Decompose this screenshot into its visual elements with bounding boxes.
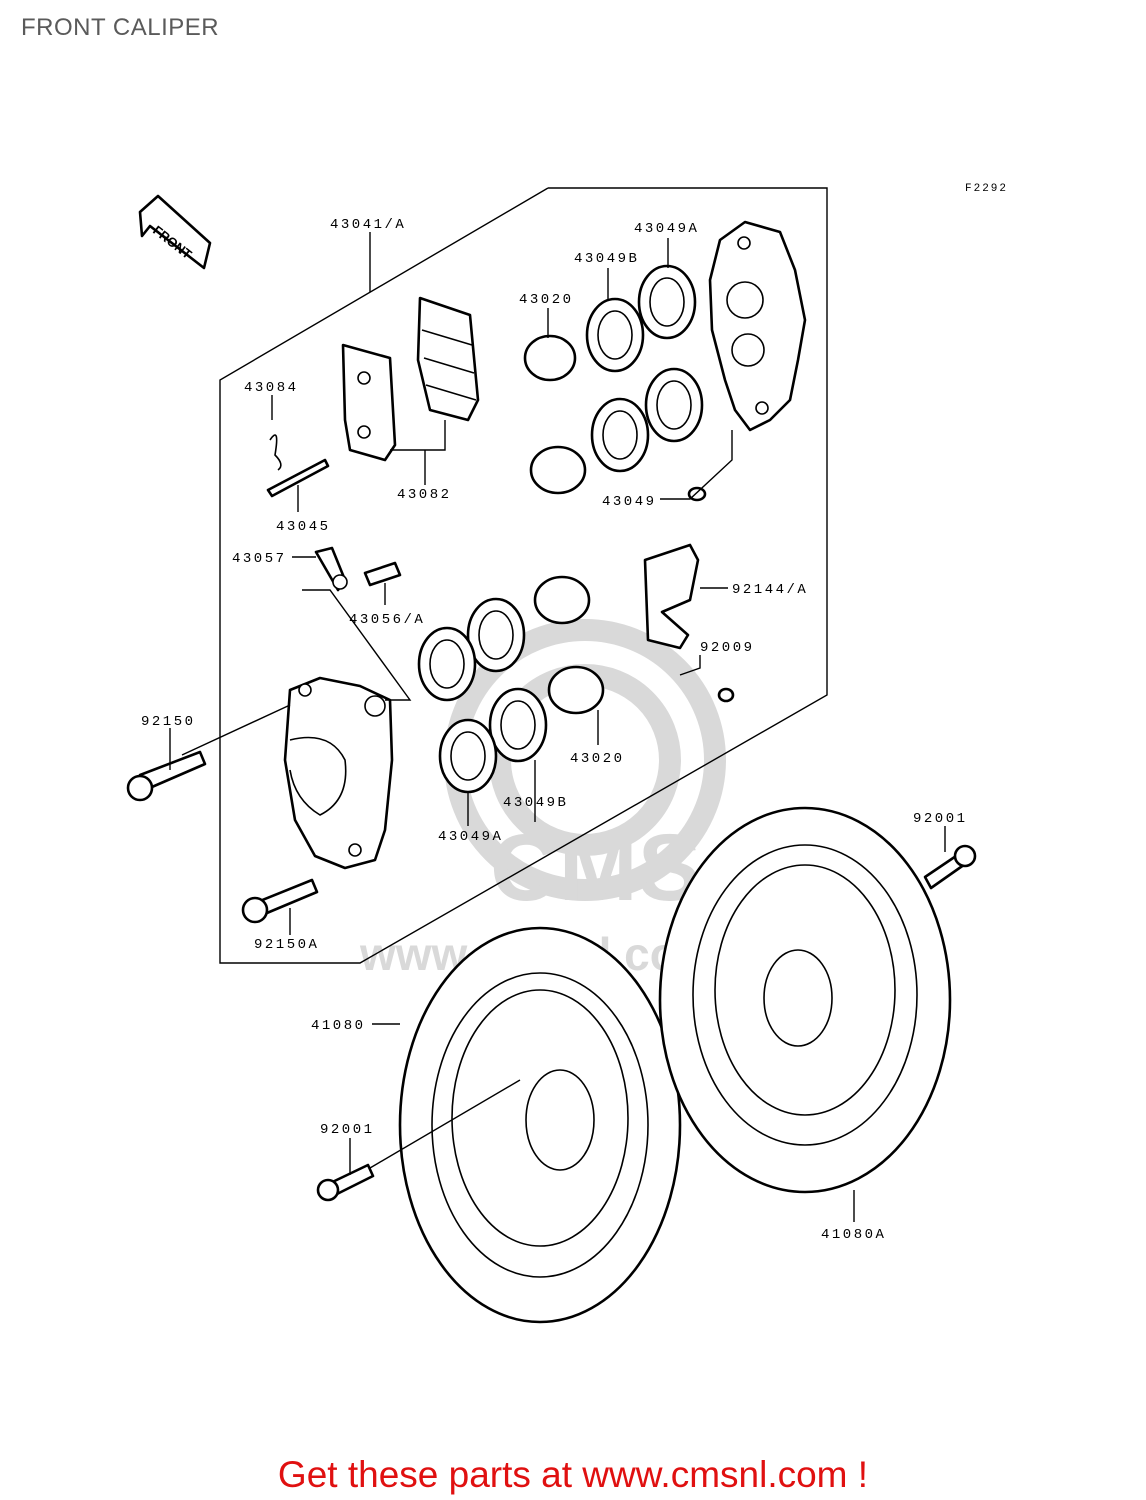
- brake-disc-left: [398, 926, 682, 1324]
- label-43084: 43084: [244, 380, 299, 396]
- figure-code: F2292: [965, 183, 1008, 195]
- label-43020-top: 43020: [519, 292, 574, 308]
- caliper-body-left: [283, 676, 394, 870]
- label-43057: 43057: [232, 551, 287, 567]
- label-92150a: 92150A: [254, 937, 319, 953]
- small-hardware: [266, 434, 735, 703]
- label-43082: 43082: [397, 487, 452, 503]
- label-43049: 43049: [602, 494, 657, 510]
- label-43045: 43045: [276, 519, 331, 535]
- caliper-bolts: [126, 750, 977, 1202]
- label-41080: 41080: [311, 1018, 366, 1034]
- label-43020-bottom: 43020: [570, 751, 625, 767]
- promo-link[interactable]: Get these parts at www.cmsnl.com !: [277, 1454, 869, 1495]
- label-41080a: 41080A: [821, 1227, 886, 1243]
- label-43049b-bottom: 43049B: [503, 795, 568, 811]
- label-43049a-top: 43049A: [634, 221, 699, 237]
- label-92009: 92009: [700, 640, 755, 656]
- label-43049b-top: 43049B: [574, 251, 639, 267]
- assembly-frame: [219, 187, 828, 964]
- watermark-text: CMS: [490, 815, 701, 921]
- leader-lines: [169, 232, 946, 1222]
- piston-seal-group-bottom: [417, 575, 605, 794]
- label-43056: 43056/A: [349, 612, 425, 628]
- page-title: FRONT CALIPER: [21, 14, 220, 41]
- label-92001-right: 92001: [913, 811, 968, 827]
- label-92001-left: 92001: [320, 1122, 375, 1138]
- piston-seal-group-top: [523, 264, 704, 495]
- brake-disc-right: [658, 806, 952, 1194]
- front-direction-arrow: FRONT: [138, 194, 212, 270]
- label-43041: 43041/A: [330, 217, 406, 233]
- label-92144: 92144/A: [732, 582, 808, 598]
- label-43049a-bottom: 43049A: [438, 829, 503, 845]
- brake-pad-set: [341, 296, 480, 462]
- label-92150: 92150: [141, 714, 196, 730]
- caliper-body-right: [708, 220, 807, 432]
